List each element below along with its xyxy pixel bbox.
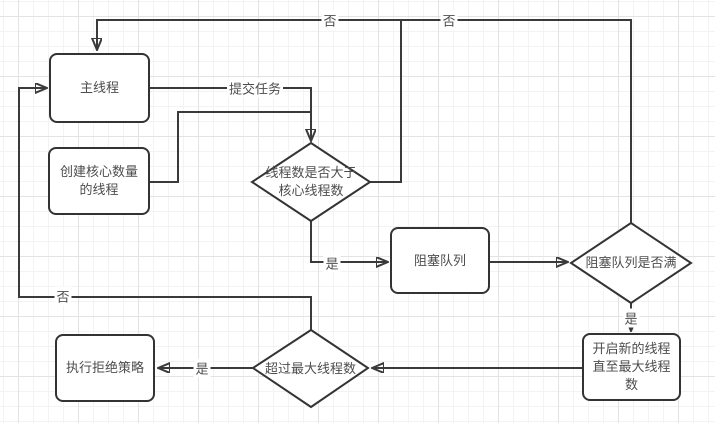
edge-label-yes-to-queue: 是: [323, 253, 341, 273]
decision-exceed-max-shape: [251, 328, 370, 409]
edge-submit-task: [150, 87, 311, 140]
node-main-thread-label: 主线程: [79, 80, 119, 96]
edge-create-core-join: [150, 111, 312, 183]
decision-gt-core-shape: [250, 141, 372, 223]
node-create-core-threads-line1: 创建核心数量: [59, 164, 138, 180]
edge-label-yes-to-reject: 是: [193, 358, 211, 378]
edge-label-no-queue-full: 否: [440, 10, 458, 30]
edge-label-yes-to-new-threads: 是: [622, 308, 640, 328]
edge-no-to-main-left: [18, 88, 312, 330]
node-create-core-threads-line2: 的线程: [79, 182, 119, 197]
node-start-new-threads-line1: 开启新的线程: [592, 341, 671, 357]
node-create-core-threads: 创建核心数量 的线程: [48, 147, 150, 215]
node-main-thread: 主线程: [49, 53, 150, 123]
edge-label-no-exceed-max: 否: [54, 286, 72, 306]
node-reject-policy-label: 执行拒绝策略: [65, 360, 144, 376]
node-start-new-threads-line3: 数: [624, 376, 638, 392]
node-blocking-queue: 阻塞队列: [390, 227, 490, 294]
node-start-new-threads: 开启新的线程 直至最大线程 数: [582, 333, 681, 401]
edge-no-queue-full-to-main-top: [401, 19, 632, 223]
node-blocking-queue-label: 阻塞队列: [413, 252, 466, 268]
edge-label-submit-task: 提交任务: [226, 78, 284, 98]
edge-label-no-gt-core: 否: [321, 10, 339, 30]
edge-yes-to-queue: [310, 221, 387, 262]
decision-queue-full-shape: [569, 221, 693, 305]
node-reject-policy: 执行拒绝策略: [55, 334, 155, 402]
node-start-new-threads-line2: 直至最大线程: [592, 359, 671, 375]
